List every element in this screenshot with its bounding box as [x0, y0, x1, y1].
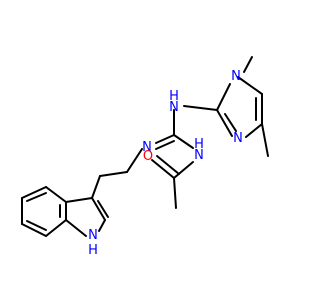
pyrimidine-n-bottom-label: N — [233, 131, 243, 146]
pyrimidine-n-top-label: N — [231, 69, 241, 84]
imine-n-label: N — [142, 140, 152, 155]
bonds — [21, 56, 269, 237]
amide-h-label: H — [194, 137, 204, 152]
indole-n-label: N — [88, 228, 98, 243]
structure-diagram: H N N N N N H O N H — [21, 56, 269, 258]
molecule-canvas: H N N N N N H O N H — [21, 56, 269, 258]
amide-o-label: O — [143, 149, 153, 164]
amide-n-label: N — [194, 148, 204, 163]
nh-upper-n-label: N — [169, 100, 179, 115]
nh-upper-h-label: H — [169, 89, 179, 104]
indole-h-label: H — [88, 243, 98, 258]
